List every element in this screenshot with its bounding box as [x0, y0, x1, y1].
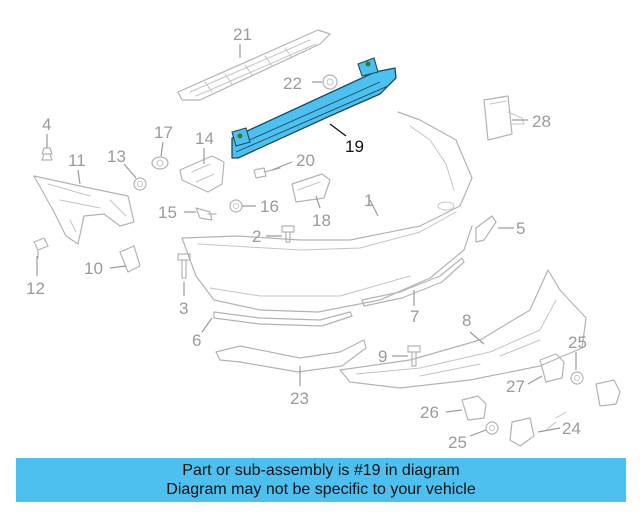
part-16-nut [229, 199, 243, 213]
callout-13: 13 [107, 147, 126, 166]
part-17-grommet [151, 156, 169, 170]
part-13-push-pin [133, 177, 147, 191]
part-3-stud [177, 253, 191, 279]
callout-17: 17 [154, 123, 173, 142]
callout-5: 5 [516, 219, 525, 238]
callout-19: 19 [345, 137, 364, 156]
leader-lines [36, 44, 577, 437]
callout-28: 28 [532, 112, 551, 131]
callout-7: 7 [410, 307, 419, 326]
callout-labels: 21 22 28 19 4 17 14 13 11 20 16 15 18 1 … [26, 25, 587, 452]
part-26-sensor-bracket [461, 395, 487, 421]
callout-25-lower: 25 [448, 433, 467, 452]
part-2-bolt [281, 225, 295, 243]
callout-18: 18 [312, 211, 331, 230]
callout-6: 6 [192, 331, 201, 350]
part-25-grommet [570, 371, 584, 385]
part-12-bolt [33, 237, 49, 259]
part-7-molding [361, 257, 465, 307]
part-11-side-bracket [33, 175, 135, 245]
callout-22: 22 [283, 74, 302, 93]
callout-15: 15 [158, 203, 177, 222]
callout-24: 24 [562, 419, 581, 438]
part-19-reinforcement-bar [231, 57, 397, 159]
part-28-module [483, 95, 525, 141]
callout-16: 16 [260, 197, 279, 216]
banner-line-disclaimer: Diagram may not be specific to your vehi… [166, 481, 476, 498]
part-23-lower-molding [215, 339, 367, 373]
callout-11: 11 [68, 151, 86, 170]
callout-10: 10 [84, 259, 103, 278]
callout-25-upper: 25 [568, 333, 587, 352]
callout-26: 26 [420, 403, 439, 422]
callout-9: 9 [378, 347, 387, 366]
part-14-side-bracket [179, 155, 225, 193]
part-4-clip [41, 147, 53, 161]
part-10-bracket [119, 245, 141, 273]
callout-23: 23 [290, 389, 309, 408]
part-18-bracket [291, 173, 331, 203]
callout-4: 4 [42, 115, 51, 134]
callout-1: 1 [364, 191, 373, 210]
callout-27: 27 [506, 377, 525, 396]
banner-line-part: Part or sub-assembly is #19 in diagram [182, 462, 460, 479]
part-27-sensor [539, 353, 565, 383]
callout-3: 3 [179, 299, 188, 318]
callout-2: 2 [252, 227, 261, 246]
callout-20: 20 [296, 151, 315, 170]
callout-8: 8 [462, 311, 471, 330]
callout-12: 12 [26, 279, 45, 298]
part-22-nut [322, 74, 338, 90]
part-1-bumper-cover [181, 111, 473, 313]
part-6-molding-strip [213, 311, 353, 327]
callout-21: 21 [233, 25, 252, 44]
part-24-sensors [509, 379, 621, 447]
part-20-bolt [253, 167, 281, 179]
part-9-stud [407, 345, 421, 367]
part-21-upper-absorber [177, 29, 331, 101]
info-banner: Part or sub-assembly is #19 in diagram D… [16, 458, 626, 502]
part-5-reflector [475, 215, 497, 243]
callout-14: 14 [195, 129, 214, 148]
part-15-screw [195, 207, 217, 221]
part-25-grommet-lower [485, 421, 499, 435]
